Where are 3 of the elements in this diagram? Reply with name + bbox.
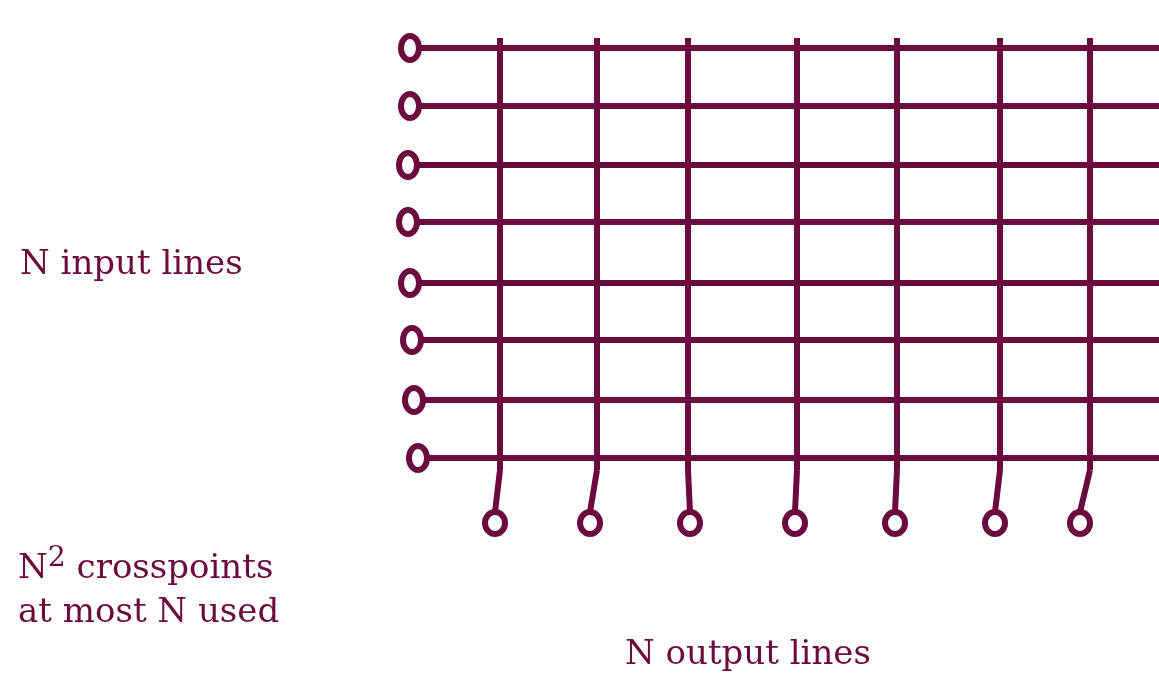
caption-text: N input lines [20, 241, 243, 284]
caption-text: N output lines [625, 631, 871, 674]
caption-text: N$^{2}$ crosspoints at most N used [18, 539, 281, 633]
